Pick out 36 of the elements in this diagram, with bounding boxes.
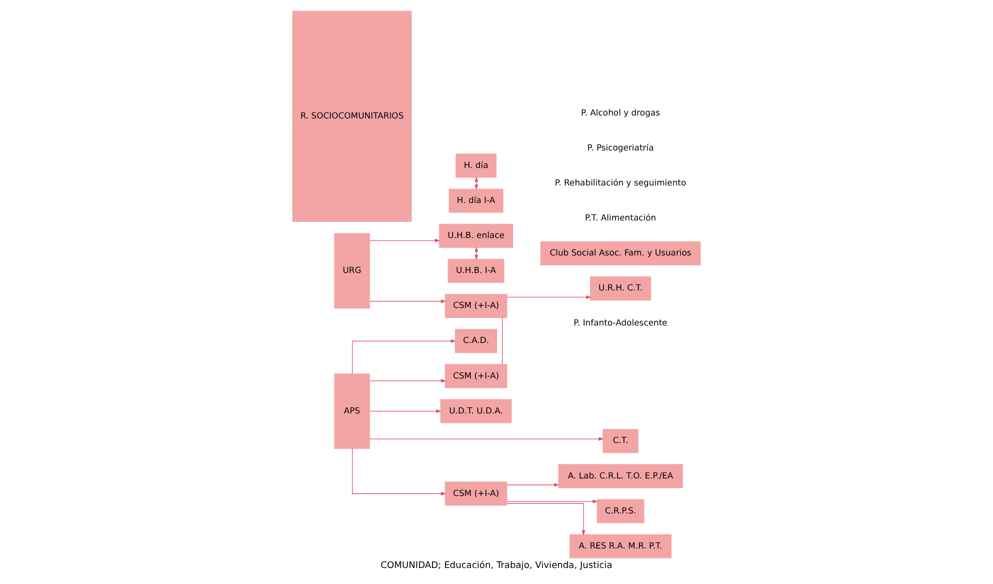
arrow	[369, 409, 442, 413]
arrow	[352, 448, 446, 496]
node-box: C.A.D.	[454, 329, 498, 354]
node-box: CSM (+I-A)	[444, 364, 508, 388]
node-box: A. Lab. C.R.L. T.O. E.P./EA	[558, 464, 683, 488]
arrow	[369, 437, 604, 441]
arrow	[352, 339, 456, 374]
node-box: C.R.P.S.	[596, 499, 644, 524]
arrow	[506, 483, 560, 487]
label: P. Infanto-Adolescente	[574, 318, 668, 328]
label: P. Psicogeriatría	[587, 142, 654, 152]
arrow	[506, 500, 598, 504]
arrow	[506, 295, 592, 300]
arrow	[506, 503, 586, 536]
node-box: CSM (+I-A)	[444, 482, 508, 506]
caption: COMUNIDAD; Educación, Trabajo, Vivienda, Justicia	[380, 560, 612, 571]
node-box: U.D.T. U.D.A.	[440, 399, 512, 424]
node-box: Club Social Asoc. Fam. y Usuarios	[540, 241, 701, 266]
node-box: APS	[334, 374, 370, 449]
label: P.T. Alimentación	[584, 212, 656, 223]
label: P. Rehabilitación y seguimiento	[554, 177, 686, 188]
node-box: U.H.B. I-A	[448, 258, 504, 283]
arrow	[369, 238, 440, 242]
label: P. Alcohol y drogas	[581, 107, 660, 118]
node-box: H. día	[456, 154, 496, 178]
node-box: R. SOCIOCOMUNITARIOS	[292, 10, 412, 222]
node-box: C.T.	[602, 429, 638, 454]
connector	[502, 318, 503, 365]
arrow	[369, 378, 446, 383]
node-box: U.H.B. enlace	[439, 224, 514, 248]
node-box: CSM (+I-A)	[444, 294, 508, 318]
node-box: A. RES R.A. M.R. P.T.	[570, 534, 672, 558]
node-box: H. día I-A	[448, 188, 504, 213]
node-box: URG	[334, 233, 370, 309]
node-box: U.R.H. C.T.	[590, 276, 652, 300]
arrow	[369, 299, 446, 304]
